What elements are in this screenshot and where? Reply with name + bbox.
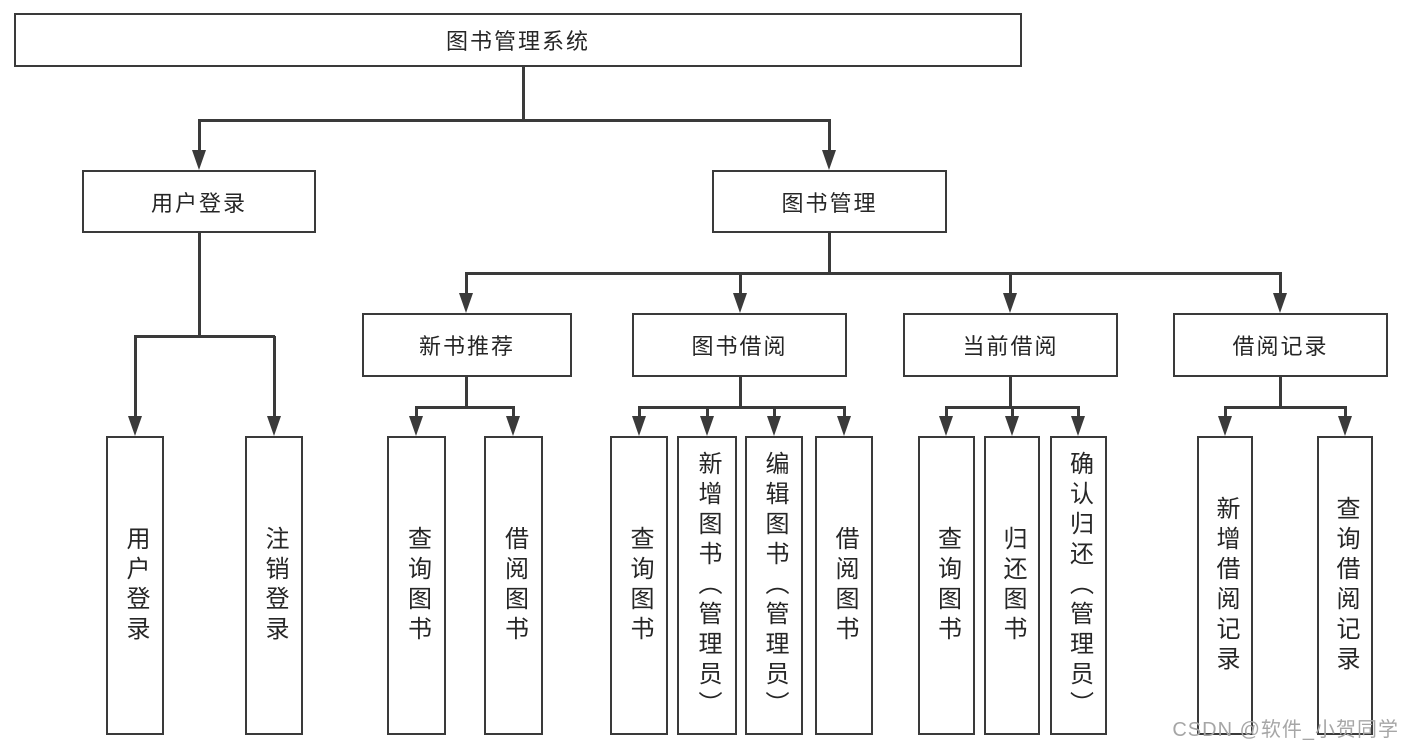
leaf-confirm-return-admin-label: 确认归还（管理员）	[1065, 450, 1093, 721]
leaf-add-borrow-record-label: 新增借阅记录	[1212, 495, 1239, 676]
leaf-recommend-search-books: 查询图书	[387, 436, 446, 735]
arrowhead-bb-borrow	[836, 416, 851, 436]
arrowhead-book-borrow	[732, 293, 747, 313]
node-root-label: 图书管理系统	[445, 29, 590, 54]
edge-drop-user-login	[197, 120, 201, 151]
node-current-borrow-label: 当前借阅	[962, 334, 1059, 359]
edge-records-stem	[1278, 377, 1282, 408]
node-current-borrow: 当前借阅	[903, 313, 1118, 377]
node-new-book-recommend-label: 新书推荐	[418, 334, 515, 359]
edge-book-borrow-stem	[738, 377, 742, 408]
arrowhead-bb-search	[631, 416, 646, 436]
edge-recommend-stem	[464, 377, 468, 408]
node-borrow-records: 借阅记录	[1173, 313, 1388, 377]
edge-drop-borrow-records	[1278, 273, 1282, 295]
edge-root-stem	[521, 65, 525, 120]
leaf-user-login-label: 用户登录	[122, 525, 149, 646]
arrowhead-user-login	[191, 150, 206, 170]
arrowhead-recommend-borrow	[505, 416, 520, 436]
arrowhead-cb-search	[938, 416, 953, 436]
arrowhead-leaf-logout	[266, 416, 281, 436]
leaf-edit-books-admin: 编辑图书（管理员）	[745, 436, 803, 735]
node-user-login: 用户登录	[82, 170, 316, 233]
leaf-logout-label: 注销登录	[261, 525, 288, 646]
node-root: 图书管理系统	[14, 13, 1022, 67]
arrowhead-bb-add	[699, 416, 714, 436]
edge-drop-rec-search	[1343, 407, 1347, 417]
arrowhead-new-book-recommend	[458, 293, 473, 313]
leaf-borrow-books-label: 借阅图书	[831, 525, 858, 646]
arrowhead-cb-confirm	[1070, 416, 1085, 436]
leaf-return-books: 归还图书	[984, 436, 1040, 735]
leaf-user-login: 用户登录	[106, 436, 164, 735]
edge-current-stem	[1008, 377, 1012, 408]
arrowhead-recommend-search	[408, 416, 423, 436]
leaf-current-search-books-label: 查询图书	[933, 525, 961, 646]
edge-drop-bb-edit	[772, 407, 776, 417]
edge-recommend-bus	[414, 405, 515, 409]
leaf-borrow-search-books: 查询图书	[610, 436, 668, 735]
edge-book-borrow-bus	[637, 405, 846, 409]
leaf-borrow-books: 借阅图书	[815, 436, 873, 735]
leaf-edit-books-admin-label: 编辑图书（管理员）	[761, 450, 788, 721]
leaf-add-books-admin-label: 新增图书（管理员）	[694, 450, 721, 721]
edge-drop-recommend-search	[414, 407, 418, 417]
edge-drop-leaf-user-login	[133, 336, 137, 417]
edge-drop-current-borrow	[1008, 273, 1012, 295]
arrowhead-bb-edit	[766, 416, 781, 436]
leaf-search-borrow-record-label: 查询借阅记录	[1332, 495, 1359, 676]
leaf-add-books-admin: 新增图书（管理员）	[677, 436, 737, 735]
leaf-logout: 注销登录	[245, 436, 303, 735]
node-book-management-label: 图书管理	[781, 190, 878, 216]
edge-drop-cb-confirm	[1076, 407, 1080, 417]
csdn-watermark: CSDN @软件_小贺同学	[1172, 719, 1399, 741]
leaf-search-borrow-record: 查询借阅记录	[1317, 436, 1373, 735]
leaf-recommend-borrow-books-label: 借阅图书	[500, 525, 528, 646]
node-user-login-label: 用户登录	[150, 190, 247, 216]
edge-book-management-stem	[827, 233, 831, 274]
edge-drop-bb-search	[637, 407, 641, 417]
arrowhead-current-borrow	[1002, 293, 1017, 313]
edge-book-management-bus	[464, 271, 1282, 275]
edge-drop-new-book-recommend	[464, 273, 468, 295]
leaf-return-books-label: 归还图书	[999, 525, 1026, 646]
edge-drop-book-management	[827, 120, 831, 151]
leaf-borrow-search-books-label: 查询图书	[626, 525, 653, 646]
node-book-borrow-label: 图书借阅	[691, 334, 788, 359]
node-new-book-recommend: 新书推荐	[362, 313, 572, 377]
leaf-confirm-return-admin: 确认归还（管理员）	[1050, 436, 1107, 735]
leaf-recommend-borrow-books: 借阅图书	[484, 436, 543, 735]
edge-records-bus	[1223, 405, 1347, 409]
edge-drop-leaf-logout	[272, 336, 276, 417]
edge-root-bus	[197, 118, 831, 122]
edge-user-login-stem	[197, 233, 201, 336]
arrowhead-rec-add	[1217, 416, 1232, 436]
node-book-borrow: 图书借阅	[632, 313, 847, 377]
leaf-recommend-search-books-label: 查询图书	[403, 525, 431, 646]
edge-user-login-bus	[133, 334, 275, 338]
arrowhead-cb-return	[1004, 416, 1019, 436]
edge-drop-cb-search	[944, 407, 948, 417]
edge-drop-recommend-borrow	[511, 407, 515, 417]
arrowhead-rec-search	[1337, 416, 1352, 436]
arrowhead-leaf-user-login	[127, 416, 142, 436]
leaf-add-borrow-record: 新增借阅记录	[1197, 436, 1253, 735]
edge-drop-cb-return	[1010, 407, 1014, 417]
arrowhead-borrow-records	[1272, 293, 1287, 313]
arrowhead-book-management	[821, 150, 836, 170]
edge-drop-rec-add	[1223, 407, 1227, 417]
node-book-management: 图书管理	[712, 170, 947, 233]
edge-drop-bb-borrow	[842, 407, 846, 417]
edge-drop-bb-add	[705, 407, 709, 417]
leaf-current-search-books: 查询图书	[918, 436, 975, 735]
node-borrow-records-label: 借阅记录	[1232, 334, 1329, 359]
edge-drop-book-borrow	[738, 273, 742, 295]
